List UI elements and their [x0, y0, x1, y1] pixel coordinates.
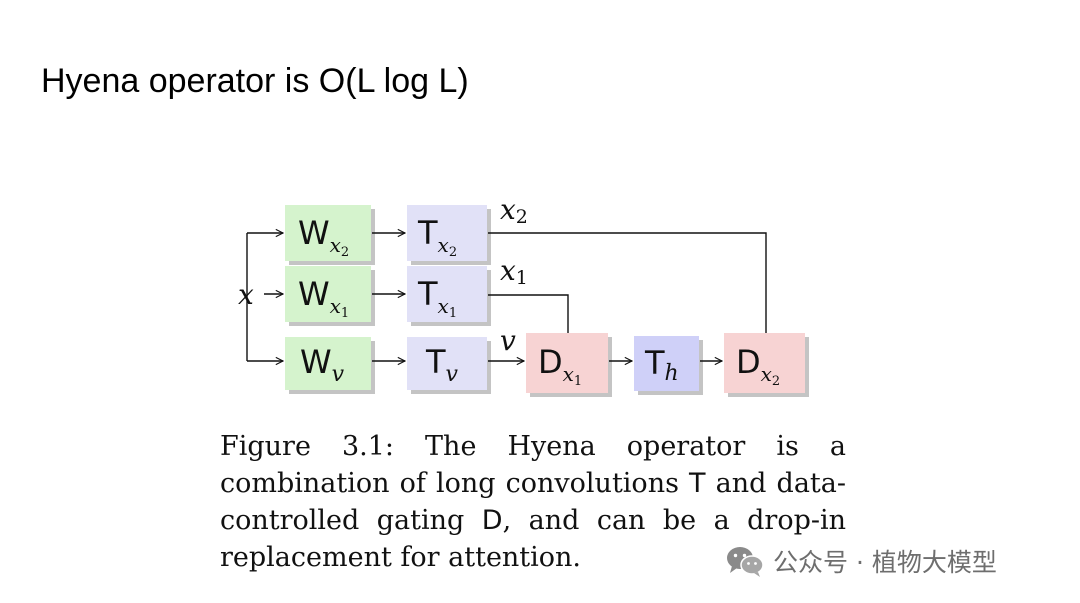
edge-label-x2: x2 — [500, 193, 528, 228]
t-h-block — [634, 336, 699, 391]
t-x2-block — [407, 205, 487, 261]
w-x1-label: Wx1 — [298, 275, 349, 321]
input-x-label: x — [238, 278, 254, 311]
w-v-block — [285, 337, 371, 390]
w-v-label: Wv — [300, 343, 345, 387]
watermark: 公众号 · 植物大模型 — [725, 544, 997, 578]
d-x1-block — [526, 333, 608, 393]
slide-title: Hyena operator is O(L log L) — [41, 62, 469, 100]
d-x1-label: Dx1 — [538, 343, 582, 389]
caption-part-1: Figure 3.1: The Hyena operator is a comb… — [220, 431, 846, 499]
t-x2-label: Tx2 — [417, 214, 457, 260]
connectors — [246, 233, 767, 361]
wechat-icon — [727, 547, 764, 577]
w-x2-block — [285, 205, 371, 261]
t-v-block — [407, 337, 487, 390]
caption-d-symbol: D — [481, 505, 503, 536]
d-x2-label: Dx2 — [736, 343, 780, 389]
t-x1-block — [407, 266, 487, 322]
d-x2-block — [724, 333, 805, 393]
caption-part-2: and data-controlled gating — [220, 468, 846, 536]
t-v-label: Tv — [425, 343, 459, 387]
t-x1-label: Tx1 — [417, 275, 457, 321]
caption-t-symbol: T — [689, 468, 706, 499]
caption-part-3: , and can be a drop-in replacement for a… — [220, 505, 847, 573]
edge-label-v: v — [500, 324, 516, 357]
figure-caption: Figure 3.1: The Hyena operator is a comb… — [220, 428, 846, 576]
t-h-label: Th — [644, 344, 679, 386]
w-x2-label: Wx2 — [298, 214, 349, 260]
watermark-text: 公众号 · 植物大模型 — [773, 548, 997, 577]
edge-label-x1: x1 — [500, 254, 528, 289]
w-x1-block — [285, 266, 371, 322]
